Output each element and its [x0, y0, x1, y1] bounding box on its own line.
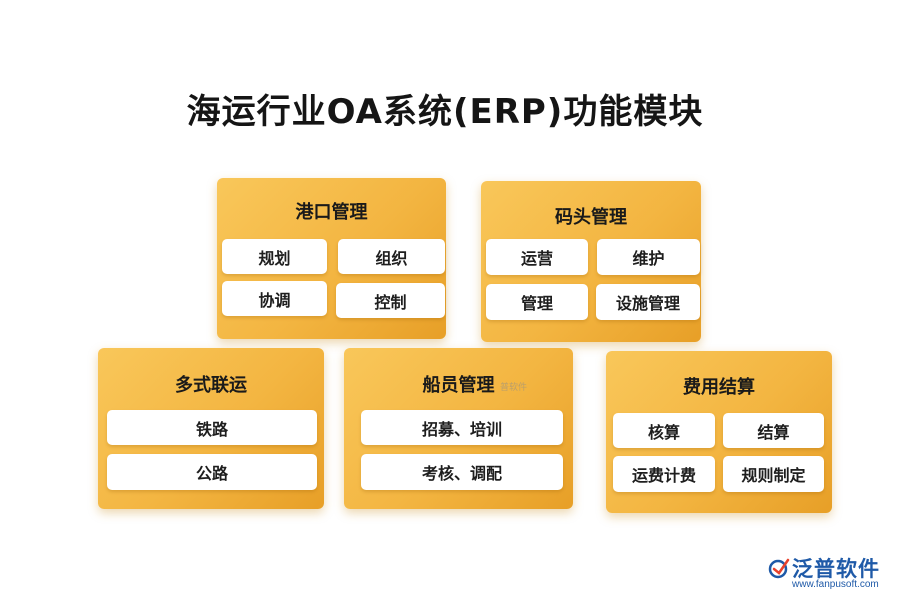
module-item: 协调 [222, 281, 327, 316]
module-title: 多式联运 [175, 375, 247, 396]
module-item: 运费计费 [613, 456, 715, 492]
brand-url: www.fanpusoft.com [792, 579, 879, 590]
module-item: 结算 [723, 413, 824, 448]
module-card-billing: 费用结算 核算 结算 运费计费 规则制定 [606, 351, 832, 513]
brand-logo-icon [768, 558, 790, 579]
module-card-crew: 船员管理 招募、培训 考核、调配 [344, 348, 573, 509]
module-item: 管理 [486, 284, 588, 320]
module-item: 招募、培训 [361, 410, 563, 445]
brand-name: 泛普软件 [792, 557, 880, 581]
module-item: 规划 [222, 239, 327, 274]
module-title: 费用结算 [683, 377, 755, 398]
module-title: 港口管理 [295, 202, 368, 223]
module-item: 公路 [107, 454, 317, 490]
module-item: 规则制定 [723, 456, 824, 492]
module-card-port: 港口管理 规划 组织 协调 控制 [217, 178, 446, 339]
module-item: 运营 [486, 239, 588, 275]
module-item: 设施管理 [596, 284, 700, 320]
module-item: 考核、调配 [361, 454, 563, 490]
module-item: 铁路 [107, 410, 317, 445]
brand-logo: 泛普软件 [768, 553, 880, 583]
module-item: 组织 [338, 239, 445, 274]
diagram-title: 海运行业OA系统(ERP)功能模块 [186, 92, 704, 132]
module-card-multimodal: 多式联运 铁路 公路 [98, 348, 324, 509]
module-title: 船员管理 [422, 375, 495, 396]
module-title: 码头管理 [555, 207, 627, 228]
module-item: 控制 [336, 283, 445, 318]
module-card-terminal: 码头管理 运营 维护 管理 设施管理 [481, 181, 701, 342]
watermark: 普软件 [500, 383, 528, 393]
module-item: 核算 [613, 413, 715, 448]
module-item: 维护 [597, 239, 700, 275]
